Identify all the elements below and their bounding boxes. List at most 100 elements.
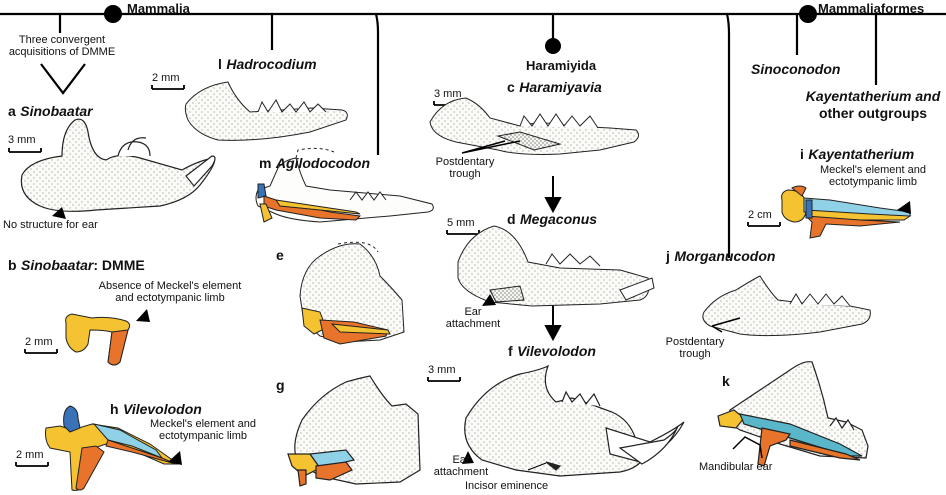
ear-drawing-i [781,185,912,239]
node-mammalia [104,5,122,23]
taxon-sinoconodon: Sinoconodon [751,61,841,77]
branch-morganucodon [725,13,731,258]
panel-letter-j: j [666,248,670,264]
scale-label-i: 2 cm [748,209,772,221]
note-postdentary-j-line1: Postdentary [665,336,725,348]
panel-c-header: c Haramiyavia [507,80,602,97]
clade-label-haramiyida: Haramiyida [526,58,597,73]
note-ear-attach-f-line2: attachment [433,465,489,478]
panel-letter-e: e [276,247,284,263]
note-meckel-h: Meckel's element and ectotympanic limb [138,418,268,442]
note-ear-attach-f: Ear attachment [426,454,496,478]
clade-label-mammalia: Mammalia [127,1,190,16]
note-mandibular-ear: Mandibular ear [699,461,773,473]
note-ear-attach-f-line1: Ear [452,454,470,466]
scale-label-a: 3 mm [8,134,36,146]
panel-f-header: f Vilevolodon [508,344,596,361]
note-ear-attach-d-line2: attachment [445,317,501,330]
node-haramiyida [545,38,561,54]
bracket-j [711,317,741,333]
taxon-kay-line2: other outgroups [818,104,928,121]
note-convergent: Three convergent acquisitions of DMME [2,34,122,58]
note-convergent-line1: Three convergent [18,34,106,46]
ear-drawing-h [45,405,180,491]
arrowhead-b [136,309,150,322]
note-absence-line1: Absence of Meckel's element [98,280,242,292]
note-absence: Absence of Meckel's element and ectotymp… [90,280,250,304]
jaw-drawing-c [429,97,640,155]
node-mammaliaformes [799,5,817,23]
scale-label-l: 2 mm [152,72,180,84]
note-no-structure: No structure for ear [3,219,98,231]
note-meckel-i: Meckel's element and ectotympanic limb [806,164,940,188]
note-absence-line2: and ectotympanic limb [115,291,225,304]
jaw-drawing-d [457,225,655,307]
note-ear-attach-d-line1: Ear [464,306,482,318]
panel-letter-g: g [276,377,285,393]
taxon-suffix-b: : DMME [93,257,145,273]
scale-label-d: 5 mm [447,217,475,229]
dmme-drawing-b [65,313,131,366]
scale-label-b: 2 mm [25,336,53,348]
taxon-kay-line1: Kayentatherium and [805,88,941,104]
panel-letter-i: i [800,146,804,162]
taxon-haramiyavia: Haramiyavia [519,79,602,95]
note-postdentary-j-line2: trough [679,347,711,360]
panel-a-header: a Sinobaatar [8,104,93,121]
note-ear-attach-d: Ear attachment [438,306,508,330]
phylogeny-tree [0,12,946,258]
panel-letter-c: c [507,79,515,95]
note-meckel-i-line1: Meckel's element and [819,164,927,176]
note-meckel-h-line2: ectotympanic limb [158,429,248,442]
panel-i-header: i Kayentatherium [800,147,914,164]
jaw-drawing-l [184,81,348,141]
panel-m-header: m Agilodocodon [259,156,370,173]
arrowhead-a [52,207,66,219]
jaw-drawing-a [20,118,216,212]
note-meckel-i-line2: ectotympanic limb [828,175,918,188]
panel-l-header: l Hadrocodium [218,57,317,74]
panel-letter-k: k [722,373,730,389]
taxon-sinobaatar-a: Sinobaatar [20,103,93,119]
arrowhead-d [482,294,496,306]
note-meckel-h-line1: Meckel's element and [149,418,257,430]
note-incisor: Incisor eminence [465,480,549,492]
arrowhead-i [897,201,911,214]
taxon-morganucodon: Morganucodon [674,248,776,264]
taxon-vilevolodon-f: Vilevolodon [517,343,596,359]
taxon-kayentatherium-outgroups: Kayentatherium and other outgroups [802,89,944,120]
ear-drawing-k [717,361,869,467]
annotation-brackets [461,140,763,459]
transition-arrows [544,176,562,342]
jaw-drawing-g [287,375,421,487]
arrowhead-f [462,451,474,464]
note-postdentary-c-line1: Postdentary [435,156,495,168]
panel-b-header: b Sinobaatar: DMME [8,258,145,275]
taxon-vilevolodon-h: Vilevolodon [123,401,202,417]
scale-label-f: 3 mm [428,364,456,376]
bracket-c [461,140,521,154]
note-postdentary-c: Postdentary trough [430,156,500,180]
jaw-drawing-f [464,364,685,477]
panel-j-header: j Morganucodon [666,249,775,266]
taxon-kayentatherium: Kayentatherium [808,146,915,162]
bracket-k [732,436,763,459]
panel-letter-a: a [8,103,16,119]
jaw-drawing-m [255,147,434,223]
clade-label-mammaliaformes: Mammaliaformes [818,1,925,16]
panel-letter-f: f [508,343,513,359]
panel-letter-m: m [259,155,272,171]
scale-label-h: 2 mm [16,449,44,461]
jaw-drawing-j [702,275,871,337]
branch-agilodocodon [374,13,380,155]
panel-letter-h: h [110,401,119,417]
taxon-megaconus: Megaconus [520,211,598,227]
panel-letter-d: d [507,211,516,227]
panel-letter-b: b [8,257,17,273]
note-postdentary-c-line2: trough [449,167,481,180]
panel-letter-l: l [218,56,222,72]
convergence-v [40,63,86,95]
scale-label-c: 3 mm [434,88,462,100]
incisor-leader [527,462,547,471]
